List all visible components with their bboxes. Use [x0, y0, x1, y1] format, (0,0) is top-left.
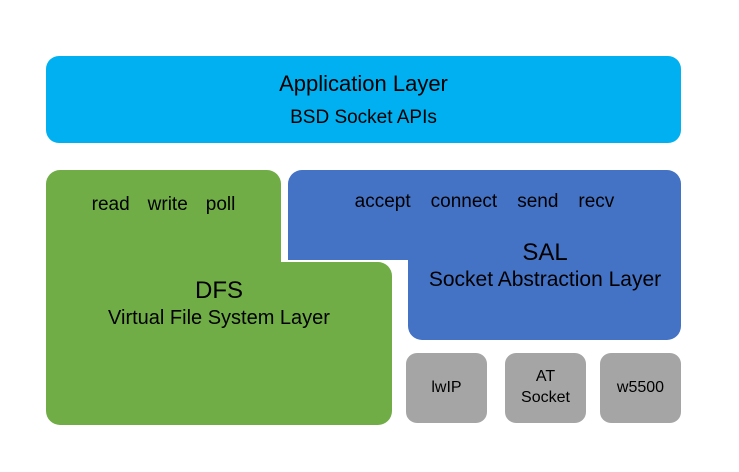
dfs-layer-subtitle: Virtual File System Layer: [108, 307, 330, 329]
sal-operation-connect: connect: [430, 191, 498, 212]
sal-layer-subtitle: Socket Abstraction Layer: [428, 268, 662, 292]
sal-operations-list: accept connect send recv: [288, 190, 681, 213]
application-layer-subtitle: BSD Socket APIs: [290, 106, 437, 128]
sal-layer-name: SAL: [522, 239, 568, 266]
dfs-operations-list: read write poll: [46, 193, 281, 216]
sal-operation-accept: accept: [354, 191, 411, 212]
dfs-operation-write: write: [147, 194, 188, 215]
driver-label-line1: w5500: [616, 378, 665, 396]
driver-label-line2: Socket: [521, 389, 570, 406]
dfs-operation-read: read: [91, 194, 130, 215]
driver-label-line1: lwIP: [431, 378, 462, 396]
driver-box-w5500[interactable]: w5500: [600, 353, 681, 423]
application-layer-block[interactable]: Application Layer BSD Socket APIs: [46, 56, 681, 143]
application-layer-title: Application Layer: [279, 70, 448, 96]
sal-operation-send: send: [517, 191, 559, 212]
driver-box-lwip[interactable]: lwIP: [406, 353, 487, 423]
dfs-layer-caption: DFS Virtual File System Layer: [46, 276, 392, 331]
sal-layer-block-lower[interactable]: [408, 240, 681, 340]
dfs-layer-name: DFS: [195, 277, 243, 304]
sal-operation-recv: recv: [578, 191, 615, 212]
driver-label-line1: AT: [535, 368, 556, 386]
driver-box-at-socket[interactable]: AT Socket: [505, 353, 586, 423]
dfs-layer-block-lower[interactable]: [46, 262, 392, 425]
sal-layer-caption: SAL Socket Abstraction Layer: [404, 238, 686, 293]
dfs-operation-poll: poll: [205, 194, 236, 215]
